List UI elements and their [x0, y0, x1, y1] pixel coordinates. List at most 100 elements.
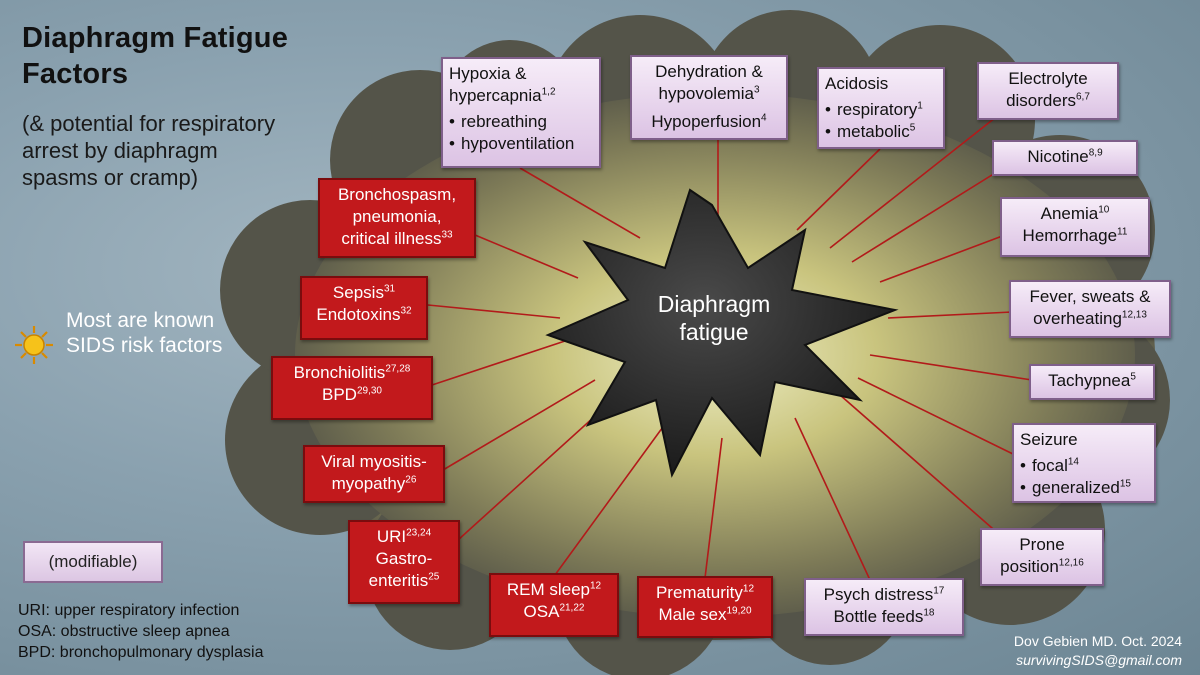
factor-tachypnea: Tachypnea5 — [1029, 364, 1155, 400]
ray-bronchospasm — [474, 234, 579, 279]
abbreviation-list: URI: upper respiratory infection OSA: ob… — [18, 600, 338, 663]
nicotine-ref: 8,9 — [1088, 147, 1103, 159]
bronchiolitis-line2: BPD — [322, 385, 357, 404]
dehydration-ref1: 3 — [753, 84, 760, 96]
prematurity-line2: Male sex — [658, 605, 727, 624]
nicotine-text: Nicotine — [1027, 147, 1089, 166]
psych-line1: Psych distress — [823, 585, 934, 604]
ray-sepsis — [427, 304, 561, 319]
ray-prone — [839, 394, 1001, 536]
anemia-ref1: 10 — [1098, 204, 1110, 216]
ray-viral — [442, 379, 596, 471]
viral-line2: myopathy — [331, 474, 406, 493]
psych-ref2: 18 — [923, 607, 935, 619]
factor-dehydration: Dehydration & hypovolemia3 Hypoperfusion… — [630, 55, 788, 140]
prone-ref: 12,16 — [1058, 557, 1084, 569]
credit-author: Dov Gebien MD. Oct. 2024 — [1013, 633, 1182, 649]
uri-line1: URI — [376, 527, 407, 546]
anemia-line1: Anemia — [1040, 204, 1099, 223]
ray-tachypnea — [869, 354, 1033, 381]
sepsis-line2: Endotoxins — [316, 305, 401, 324]
factor-uri: URI23,24 Gastro- enteritis25 — [348, 520, 460, 604]
prematurity-ref1: 12 — [742, 583, 755, 595]
factor-acidosis: Acidosis respiratory1 metabolic5 — [817, 67, 945, 149]
dehydration-line2: hypovolemia — [658, 84, 754, 103]
sun-icon — [14, 322, 54, 362]
sids-note-text: Most are known SIDS risk factors — [66, 309, 223, 357]
acidosis-ref-respiratory: 1 — [917, 100, 923, 112]
ray-fever — [887, 311, 1013, 319]
ray-rem — [554, 419, 669, 576]
abbreviation-bpd: BPD: bronchopulmonary dysplasia — [18, 644, 264, 661]
sun-icon-graphic — [15, 326, 53, 364]
acidosis-ref-metabolic: 5 — [909, 122, 916, 134]
tachypnea-text: Tachypnea — [1048, 371, 1131, 390]
factor-rem-sleep: REM sleep12 OSA21,22 — [489, 573, 619, 637]
uri-ref1: 23,24 — [406, 527, 432, 539]
ray-bronchiolitis — [431, 339, 569, 386]
legend-modifiable: (modifiable) — [23, 541, 163, 583]
electrolyte-line2: disorders — [1006, 91, 1076, 110]
prone-line1: Prone — [1019, 535, 1065, 554]
prematurity-line1: Prematurity — [655, 583, 743, 602]
center-label: Diaphragm fatigue — [624, 290, 804, 346]
bronchiolitis-line1: Bronchiolitis — [293, 363, 386, 382]
factor-anemia: Anemia10 Hemorrhage11 — [1000, 197, 1150, 257]
center-starburst — [545, 188, 899, 478]
hypoxia-line1: Hypoxia & — [449, 64, 527, 83]
seizure-bullet-generalized: generalized — [1031, 478, 1120, 497]
factor-viral-myositis: Viral myositis- myopathy26 — [303, 445, 445, 503]
factor-nicotine: Nicotine8,9 — [992, 140, 1138, 176]
ray-anemia — [879, 234, 1006, 283]
ray-seizure — [857, 377, 1016, 456]
electrolyte-ref: 6,7 — [1076, 91, 1090, 103]
rem-ref2: 21,22 — [559, 602, 585, 614]
tachypnea-ref: 5 — [1130, 371, 1136, 383]
credit-email: survivingSIDS@gmail.com — [1016, 652, 1182, 668]
bronchospasm-line3: critical illness — [341, 229, 442, 248]
dehydration-line3: Hypoperfusion — [651, 112, 762, 131]
uri-line3: enteritis — [368, 571, 429, 590]
fever-line2: overheating — [1033, 309, 1122, 328]
seizure-ref-focal: 14 — [1067, 456, 1079, 468]
prematurity-ref2: 19,20 — [726, 605, 752, 617]
ray-nicotine — [851, 169, 1001, 263]
factor-prematurity: Prematurity12 Male sex19,20 — [637, 576, 773, 638]
credit: Dov Gebien MD. Oct. 2024 survivingSIDS@g… — [922, 632, 1182, 670]
abbreviation-osa: OSA: obstructive sleep apnea — [18, 623, 230, 640]
psych-ref1: 17 — [933, 585, 945, 597]
ray-acidosis — [796, 148, 881, 231]
dehydration-ref2: 4 — [761, 112, 767, 124]
page-subtitle: (& potential for respiratory arrest by d… — [22, 111, 276, 190]
viral-line1: Viral myositis- — [321, 452, 427, 471]
bronchiolitis-ref1: 27,28 — [385, 363, 411, 375]
center-label-line1: Diaphragm — [657, 291, 771, 317]
factor-bronchospasm: Bronchospasm, pneumonia, critical illnes… — [318, 178, 476, 258]
factor-sepsis: Sepsis31 Endotoxins32 — [300, 276, 428, 340]
acidosis-heading: Acidosis — [825, 74, 889, 93]
sepsis-line1: Sepsis — [332, 283, 384, 302]
factor-bronchiolitis: Bronchiolitis27,28 BPD29,30 — [271, 356, 433, 420]
abbreviation-uri: URI: upper respiratory infection — [18, 602, 240, 619]
fever-line1: Fever, sweats & — [1029, 287, 1151, 306]
seizure-ref-generalized: 15 — [1119, 478, 1131, 490]
factor-psych: Psych distress17 Bottle feeds18 — [804, 578, 964, 636]
sepsis-ref2: 32 — [400, 305, 412, 317]
seizure-bullet-focal: focal — [1031, 456, 1068, 475]
ray-electrolyte — [829, 109, 1006, 249]
psych-line2: Bottle feeds — [833, 607, 924, 626]
sepsis-ref1: 31 — [383, 283, 396, 295]
uri-line2: Gastro- — [375, 549, 433, 568]
acidosis-bullet-metabolic: metabolic — [836, 122, 910, 141]
factor-seizure: Seizure focal14 generalized15 — [1012, 423, 1156, 503]
bronchiolitis-ref2: 29,30 — [356, 385, 382, 397]
viral-ref: 26 — [405, 474, 417, 486]
anemia-ref2: 11 — [1117, 226, 1128, 238]
hypoxia-bullet-rebreathing: rebreathing — [460, 112, 547, 131]
page-title: Diaphragm Fatigue Factors — [22, 22, 289, 90]
uri-ref2: 25 — [428, 571, 440, 583]
anemia-line2: Hemorrhage — [1022, 226, 1118, 245]
factor-electrolyte: Electrolyte disorders6,7 — [977, 62, 1119, 120]
seizure-heading: Seizure — [1020, 430, 1078, 449]
bronchospasm-line1: Bronchospasm, — [337, 185, 457, 204]
